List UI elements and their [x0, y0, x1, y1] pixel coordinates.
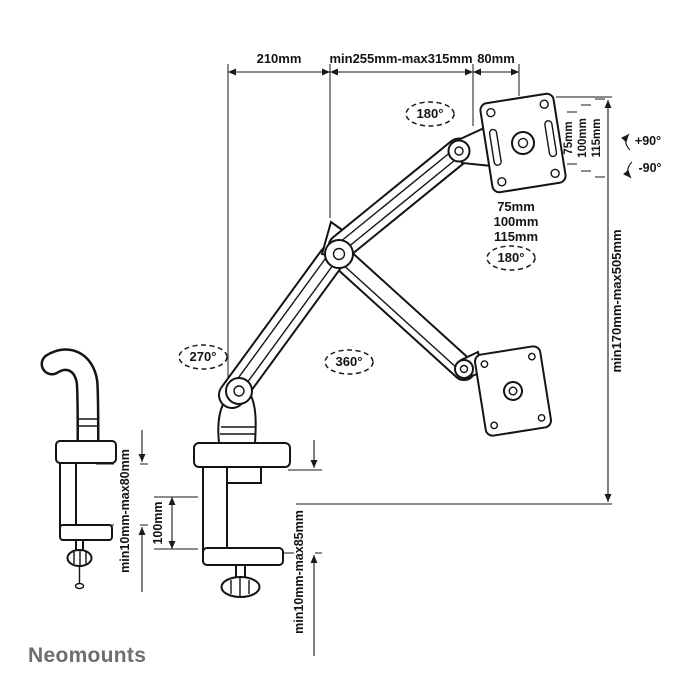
lowered-vesa-hub-axis	[508, 386, 518, 396]
vesa-hub	[511, 131, 535, 155]
side-clamp-top-plate	[55, 440, 117, 464]
vesa-plate-lowered-position	[474, 345, 552, 437]
vesa-height-100-label: 100mm	[577, 118, 589, 158]
base-rotation-label: 270°	[190, 349, 217, 364]
vesa-rotation-arc-icon	[486, 245, 536, 271]
base-joint-axis	[233, 385, 245, 397]
side-knob-rod-end	[74, 582, 85, 590]
monitor-head-joint-axis	[454, 146, 464, 156]
vesa-hole-tr	[539, 99, 549, 109]
height-range-label: min170mm-max505mm	[609, 229, 624, 372]
clamp-top-plate	[193, 442, 291, 468]
vesa-slot-right	[544, 120, 558, 158]
base-joint	[225, 377, 253, 405]
head-depth-label: 80mm	[477, 51, 515, 66]
lowered-vesa-hole-br	[537, 413, 546, 422]
upper-arm-lowered-detail	[342, 264, 462, 373]
main-view-drawing	[193, 92, 567, 598]
upper-arm-detail-1	[343, 153, 463, 252]
vesa-width-75-label: 75mm	[497, 199, 535, 214]
lowered-head-joint	[454, 359, 474, 379]
lowered-vesa-hole-bl	[490, 421, 499, 430]
side-desk-thickness-label: min10mm-max80mm	[118, 449, 132, 573]
lowered-head-joint-axis	[459, 364, 469, 374]
clamp-back-plate	[202, 466, 228, 552]
lower-arm-detail-1	[235, 260, 337, 399]
vesa-width-115-label: 115mm	[494, 229, 538, 244]
elbow-joint-axis	[332, 247, 346, 261]
head-rotation-arc-icon	[405, 101, 455, 127]
clamp-bottom-arm	[202, 547, 284, 566]
arm-extension-range-label: min255mm-max315mm	[329, 51, 472, 66]
tilt-up-arrow-icon	[621, 133, 631, 151]
side-clamp-back	[59, 462, 77, 530]
vesa-plate	[479, 92, 567, 194]
monitor-head-joint	[447, 139, 471, 163]
vesa-hole-bl	[497, 177, 507, 187]
arm-front-reach-label: 210mm	[257, 51, 302, 66]
clamp-plate-height-label: 100mm	[151, 501, 165, 544]
side-arm-tube-fill	[43, 350, 97, 450]
arm-rotation-label: 360°	[336, 354, 363, 369]
vesa-width-100-label: 100mm	[494, 214, 539, 229]
vesa-height-115-label: 115mm	[591, 118, 603, 157]
vesa-hole-br	[550, 168, 560, 179]
lowered-vesa-hole-tr	[527, 352, 536, 361]
vesa-hole-tl	[486, 107, 496, 118]
side-clamp-bottom-arm	[59, 524, 113, 541]
tilt-up-label: +90°	[635, 134, 661, 148]
front-desk-thickness-label: min10mm-max85mm	[292, 510, 306, 634]
lower-arm-detail-2	[227, 254, 329, 393]
side-view-drawing	[40, 348, 117, 590]
dimension-lines	[96, 64, 612, 656]
brand-logo: Neomounts	[28, 644, 147, 667]
lowered-vesa-hub	[503, 381, 523, 401]
vesa-rotation-label: 180°	[498, 250, 525, 265]
rotation-indicators	[178, 101, 633, 375]
vesa-height-75-label: 75mm	[563, 121, 575, 154]
upper-arm-detail-2	[337, 146, 457, 245]
tilt-down-label: -90°	[638, 161, 661, 175]
vesa-slot-left	[488, 128, 502, 166]
elbow-joint	[324, 239, 354, 269]
dimension-labels: 210mm min255mm-max315mm 80mm 180° 270° 3…	[118, 51, 662, 634]
base-rotation-arc-icon	[178, 344, 228, 370]
vesa-hub-axis	[517, 137, 529, 149]
tilt-down-arrow-icon	[623, 161, 633, 179]
head-rotation-label: 180°	[417, 106, 444, 121]
arm-rotation-arc-icon	[324, 349, 374, 375]
lowered-vesa-hole-tl	[480, 360, 489, 369]
